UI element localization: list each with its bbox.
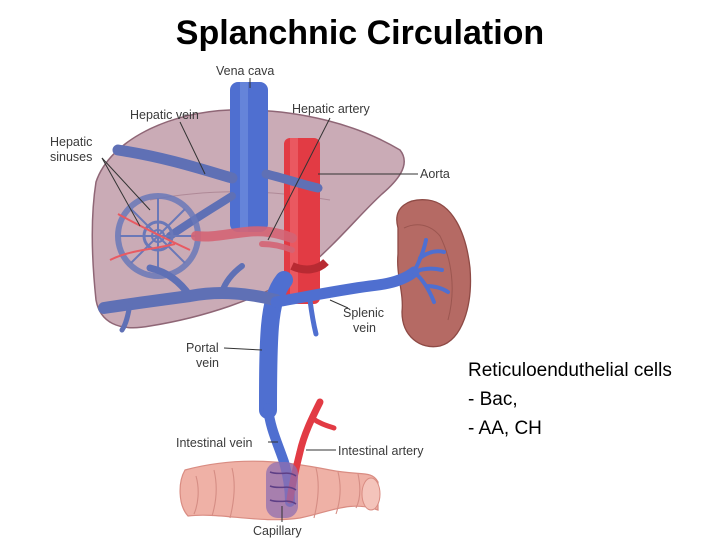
portal-vein xyxy=(98,263,293,419)
label-intestinal-artery: Intestinal artery xyxy=(338,444,424,458)
labels: Vena cava Hepatic vein Hepatic artery He… xyxy=(50,64,450,538)
vena-cava xyxy=(230,82,268,232)
label-intestinal-vein: Intestinal vein xyxy=(176,436,252,450)
label-portal-vein-line1: Portal xyxy=(186,341,219,355)
splenic-vein xyxy=(270,238,450,337)
label-hepatic-artery: Hepatic artery xyxy=(292,102,371,116)
capillary-bed xyxy=(266,462,298,518)
label-portal-vein-line2: vein xyxy=(196,356,219,370)
notes-item: - AA, CH xyxy=(468,418,542,439)
label-hepatic-sinuses-line1: Hepatic xyxy=(50,135,92,149)
spleen xyxy=(396,199,472,348)
label-capillary: Capillary xyxy=(253,524,302,538)
notes-item: - Bac, xyxy=(468,389,518,410)
hepatic-artery xyxy=(191,226,297,253)
label-vena-cava: Vena cava xyxy=(216,64,274,78)
label-aorta: Aorta xyxy=(420,167,450,181)
label-hepatic-sinuses-line2: sinuses xyxy=(50,150,92,164)
hepatic-veins xyxy=(112,144,323,240)
leader-lines xyxy=(101,78,418,522)
label-hepatic-vein: Hepatic vein xyxy=(130,108,199,122)
label-splenic-vein-line2: vein xyxy=(353,321,376,335)
label-splenic-vein-line1: Splenic xyxy=(343,306,384,320)
notes-box: Reticuloenduthelial cells - Bac, - AA, C… xyxy=(468,356,672,443)
page-title: Splanchnic Circulation xyxy=(175,14,545,52)
notes-heading: Reticuloenduthelial cells xyxy=(468,360,672,381)
